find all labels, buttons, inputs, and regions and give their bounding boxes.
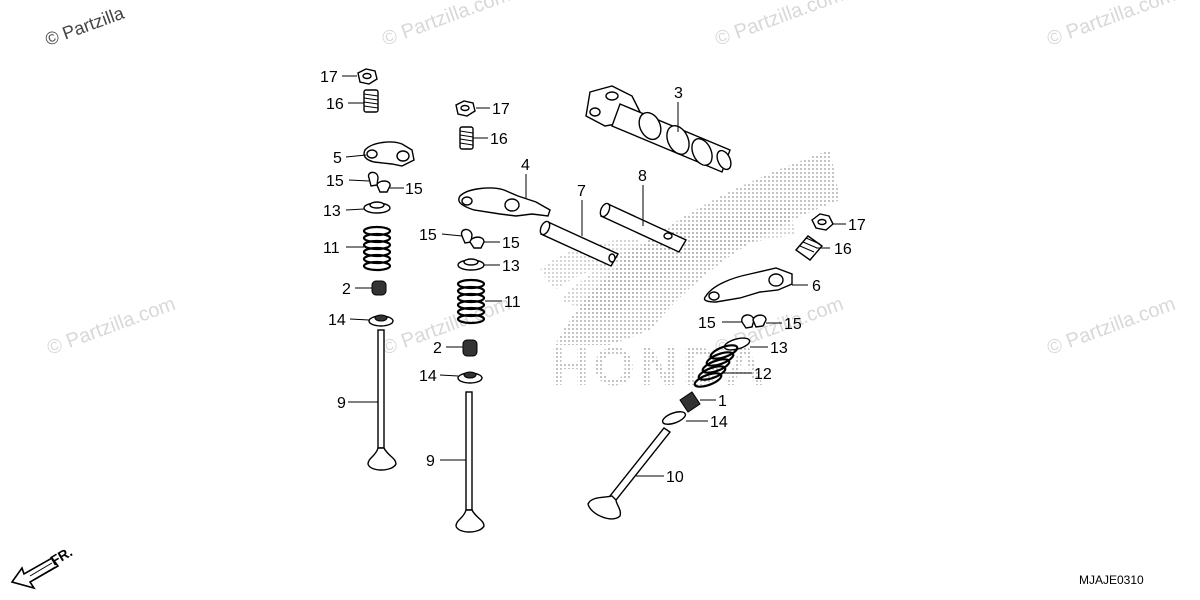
watermark: © Partzilla.com: [44, 293, 178, 360]
watermark: © Partzilla.com: [1044, 0, 1178, 51]
callout-label: 16: [490, 131, 508, 148]
rocker-shaft-part: [539, 220, 619, 267]
rocker-hole: [708, 291, 720, 301]
callout-label: 9: [426, 453, 435, 470]
diagram-code: MJAJE0310: [1079, 573, 1144, 587]
thread-lines: [363, 93, 379, 109]
rocker-arm-part: [458, 187, 551, 217]
watermark-corner: © Partzilla: [43, 2, 128, 49]
callout-label: 14: [419, 368, 437, 385]
watermark: © Partzilla.com: [712, 0, 846, 51]
cotter-part: [367, 171, 379, 187]
callout-label: 1: [718, 393, 727, 410]
spring-seat-part: [661, 411, 687, 425]
callout-label: 11: [504, 294, 521, 311]
rocker-hole: [366, 149, 378, 159]
retainer-collar: [463, 258, 479, 266]
valve-spring-part: [693, 344, 739, 388]
callout-labels: 17 16 5 15 15 13 11 2 14 9 17 16 4 15 15…: [320, 69, 866, 486]
callout-label: 17: [320, 69, 338, 86]
callout-label: 13: [502, 258, 520, 275]
rocker-shaft-part: [599, 202, 687, 253]
callout-label: 10: [666, 469, 684, 486]
adjuster-screw-part: [459, 126, 474, 150]
callout-label: 15: [502, 235, 520, 252]
callout-label: 9: [337, 395, 346, 412]
callout-label: 14: [710, 414, 728, 431]
callout-label: 6: [812, 278, 821, 295]
callout-label: 14: [328, 312, 346, 329]
callout-label: 15: [405, 181, 423, 198]
callout-label: 17: [492, 101, 510, 118]
valve-part: [367, 329, 397, 471]
watermark: © Partzilla.com: [379, 293, 513, 360]
callout-label: 16: [834, 241, 852, 258]
callout-label: 13: [770, 340, 788, 357]
watermark: © Partzilla.com: [1044, 293, 1178, 360]
stem-seal-part: [462, 339, 478, 357]
rocker-pivot: [504, 198, 520, 212]
valve-spring-part: [362, 225, 392, 272]
adjuster-screw-part: [363, 89, 379, 113]
camshaft-part: [585, 85, 732, 173]
callout-label: 8: [638, 168, 647, 185]
stem-seal-part: [679, 391, 701, 413]
callout-label: 15: [326, 173, 344, 190]
valve-spring-part: [456, 278, 486, 325]
callout-label: 13: [323, 203, 341, 220]
callout-label: 7: [577, 183, 586, 200]
callout-label: 12: [754, 366, 772, 383]
callout-label: 4: [521, 157, 530, 174]
stem-seal-part: [371, 280, 387, 296]
callout-label: 2: [342, 281, 351, 298]
nut-hole: [460, 104, 470, 112]
callout-label: 17: [848, 217, 866, 234]
watermark: © Partzilla.com: [379, 0, 513, 51]
callout-label: 16: [326, 96, 344, 113]
cotter-part: [469, 236, 485, 249]
callout-label: 3: [674, 85, 683, 102]
front-direction-indicator: FR.: [10, 543, 75, 590]
spring-seat-center: [374, 314, 388, 322]
cotter-part: [376, 180, 391, 193]
cotter-part: [741, 314, 755, 329]
thread-lines: [799, 237, 821, 253]
leader-lines: [342, 75, 846, 477]
nut-hole: [362, 72, 372, 80]
callout-label: 2: [433, 340, 442, 357]
honda-wing-logo: HONDA: [540, 150, 840, 397]
rocker-pivot: [396, 150, 410, 162]
arrow-hatch: [29, 562, 56, 581]
callout-label: 15: [419, 227, 437, 244]
callout-label: 15: [784, 316, 802, 333]
spring-seat-center: [463, 371, 477, 379]
valve-part: [455, 391, 485, 533]
thread-lines: [459, 130, 474, 146]
rocker-pivot: [768, 273, 784, 287]
cotter-part: [752, 314, 767, 328]
callout-label: 15: [698, 315, 716, 332]
rocker-hole: [461, 196, 473, 206]
callout-label: 11: [323, 240, 340, 257]
nut-hole: [817, 218, 827, 226]
retainer-collar: [369, 201, 385, 209]
callout-label: 5: [333, 150, 342, 167]
valve-part: [587, 427, 672, 520]
